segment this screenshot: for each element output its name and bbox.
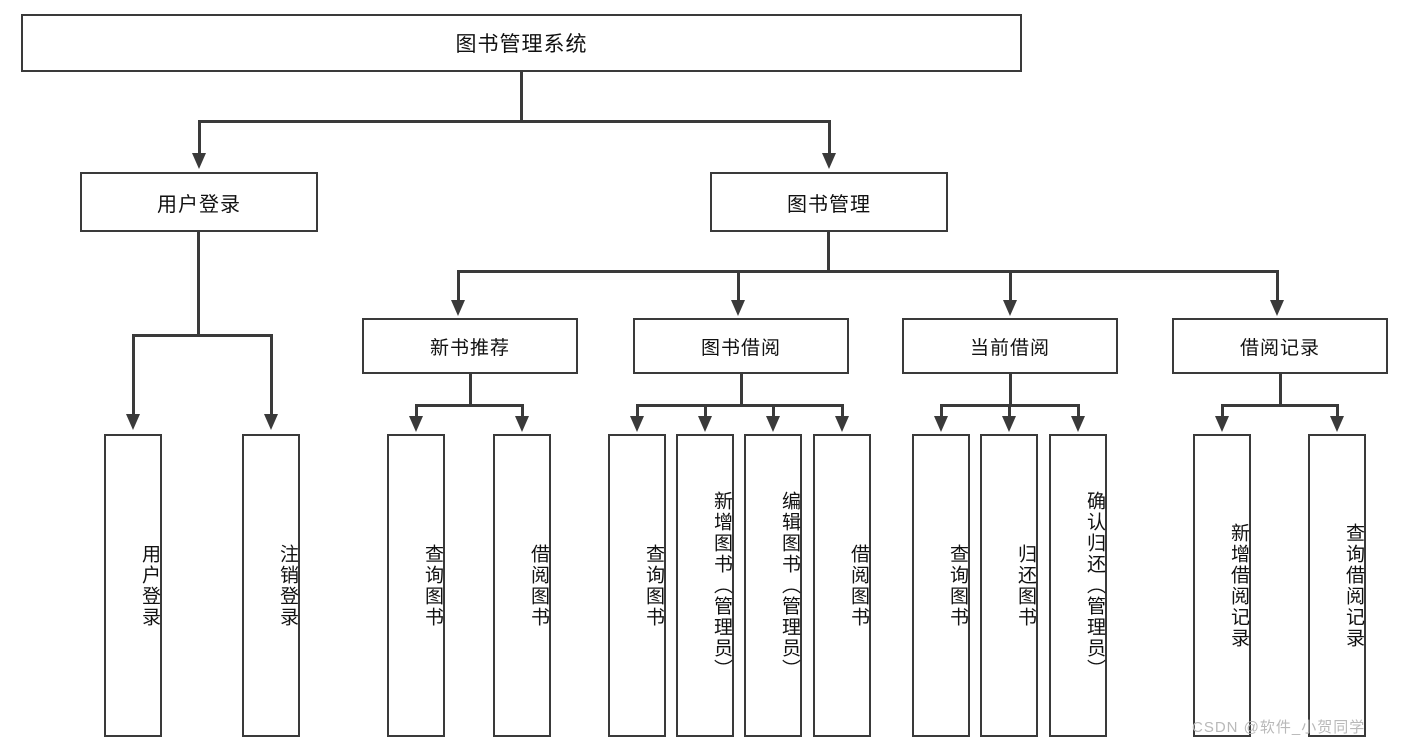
connector-book-management-bus	[458, 270, 1279, 273]
arrow-down-icon	[409, 416, 423, 432]
leaf-label: 查询图书	[643, 543, 664, 628]
leaf-edit-book[interactable]: 编辑图书（管理员）	[744, 434, 802, 737]
leaf-add-record[interactable]: 新增借阅记录	[1193, 434, 1251, 737]
connector-br-stem	[1279, 374, 1282, 406]
connector-bm-to-current-borrow	[1009, 270, 1012, 302]
node-book-management[interactable]: 图书管理	[710, 172, 948, 232]
connector-br-bus	[1222, 404, 1338, 407]
leaf-query-book-1[interactable]: 查询图书	[387, 434, 445, 737]
watermark-text: CSDN @软件_小贺同学	[1192, 719, 1366, 736]
leaf-user-login[interactable]: 用户登录	[104, 434, 162, 737]
arrow-down-icon	[1003, 300, 1017, 316]
leaf-label: 借阅图书	[848, 543, 869, 628]
connector-cb-stem	[1009, 374, 1012, 406]
leaf-borrow-book-1[interactable]: 借阅图书	[493, 434, 551, 737]
arrow-down-icon	[1071, 416, 1085, 432]
arrow-down-icon	[766, 416, 780, 432]
node-borrow-record[interactable]: 借阅记录	[1172, 318, 1388, 374]
connector-bb-to-leaf-3	[772, 404, 775, 418]
arrow-down-icon	[698, 416, 712, 432]
node-book-management-system[interactable]: 图书管理系统	[21, 14, 1022, 72]
connector-nbr-to-leaf-1	[415, 404, 418, 418]
connector-book-management-stem	[827, 232, 830, 272]
connector-bm-to-book-borrow	[737, 270, 740, 302]
connector-bb-to-leaf-4	[841, 404, 844, 418]
arrow-down-icon	[934, 416, 948, 432]
connector-bb-to-leaf-2	[704, 404, 707, 418]
connector-user-login-to-leaf-1	[132, 334, 135, 416]
connector-user-login-bus	[133, 334, 272, 337]
leaf-label: 用户登录	[139, 543, 160, 628]
connector-nbr-to-leaf-2	[521, 404, 524, 418]
connector-root-stem	[520, 72, 523, 120]
leaf-confirm-return[interactable]: 确认归还（管理员）	[1049, 434, 1107, 737]
leaf-query-book-2[interactable]: 查询图书	[608, 434, 666, 737]
connector-user-login-to-leaf-2	[270, 334, 273, 416]
leaf-logout-login[interactable]: 注销登录	[242, 434, 300, 737]
leaf-label: 新增借阅记录	[1228, 522, 1249, 649]
connector-nbr-bus	[416, 404, 523, 407]
leaf-return-book[interactable]: 归还图书	[980, 434, 1038, 737]
connector-cb-to-leaf-2	[1008, 404, 1011, 418]
arrow-down-icon	[1215, 416, 1229, 432]
connector-bm-to-borrow-record	[1276, 270, 1279, 302]
leaf-label: 查询借阅记录	[1343, 522, 1364, 649]
connector-br-to-leaf-2	[1336, 404, 1339, 418]
arrow-down-icon	[192, 153, 206, 169]
connector-nbr-stem	[469, 374, 472, 406]
arrow-down-icon	[515, 416, 529, 432]
node-label: 用户登录	[157, 193, 241, 216]
leaf-label: 查询图书	[947, 543, 968, 628]
connector-br-to-leaf-1	[1221, 404, 1224, 418]
leaf-label: 归还图书	[1015, 543, 1036, 628]
arrow-down-icon	[822, 153, 836, 169]
leaf-query-record[interactable]: 查询借阅记录	[1308, 434, 1366, 737]
leaf-label: 注销登录	[277, 543, 298, 628]
leaf-label: 借阅图书	[528, 543, 549, 628]
leaf-borrow-book-2[interactable]: 借阅图书	[813, 434, 871, 737]
node-label: 借阅记录	[1239, 337, 1320, 359]
connector-bb-bus	[637, 404, 843, 407]
arrow-down-icon	[835, 416, 849, 432]
arrow-down-icon	[731, 300, 745, 316]
connector-bb-to-leaf-1	[636, 404, 639, 418]
node-new-book-recommend[interactable]: 新书推荐	[362, 318, 578, 374]
arrow-down-icon	[451, 300, 465, 316]
node-user-login[interactable]: 用户登录	[80, 172, 318, 232]
arrow-down-icon	[126, 414, 140, 430]
node-label: 图书管理系统	[455, 33, 588, 56]
node-label: 图书管理	[787, 193, 871, 216]
connector-bm-to-new-book	[457, 270, 460, 302]
node-current-borrow[interactable]: 当前借阅	[902, 318, 1118, 374]
arrow-down-icon	[1270, 300, 1284, 316]
node-label: 新书推荐	[429, 337, 510, 359]
connector-root-bus	[199, 120, 831, 123]
connector-cb-to-leaf-3	[1077, 404, 1080, 418]
node-label: 当前借阅	[969, 337, 1050, 359]
leaf-label: 新增图书（管理员）	[711, 491, 732, 680]
connector-user-login-stem	[197, 232, 200, 336]
connector-cb-to-leaf-1	[940, 404, 943, 418]
leaf-add-book[interactable]: 新增图书（管理员）	[676, 434, 734, 737]
leaf-label: 确认归还（管理员）	[1084, 491, 1105, 680]
leaf-query-book-3[interactable]: 查询图书	[912, 434, 970, 737]
node-label: 图书借阅	[700, 337, 781, 359]
leaf-label: 编辑图书（管理员）	[779, 491, 800, 680]
connector-bb-stem	[740, 374, 743, 406]
connector-root-to-book-management	[828, 120, 831, 155]
node-book-borrow[interactable]: 图书借阅	[633, 318, 849, 374]
connector-root-to-user-login	[198, 120, 201, 155]
leaf-label: 查询图书	[422, 543, 443, 628]
arrow-down-icon	[630, 416, 644, 432]
arrow-down-icon	[264, 414, 278, 430]
arrow-down-icon	[1002, 416, 1016, 432]
arrow-down-icon	[1330, 416, 1344, 432]
